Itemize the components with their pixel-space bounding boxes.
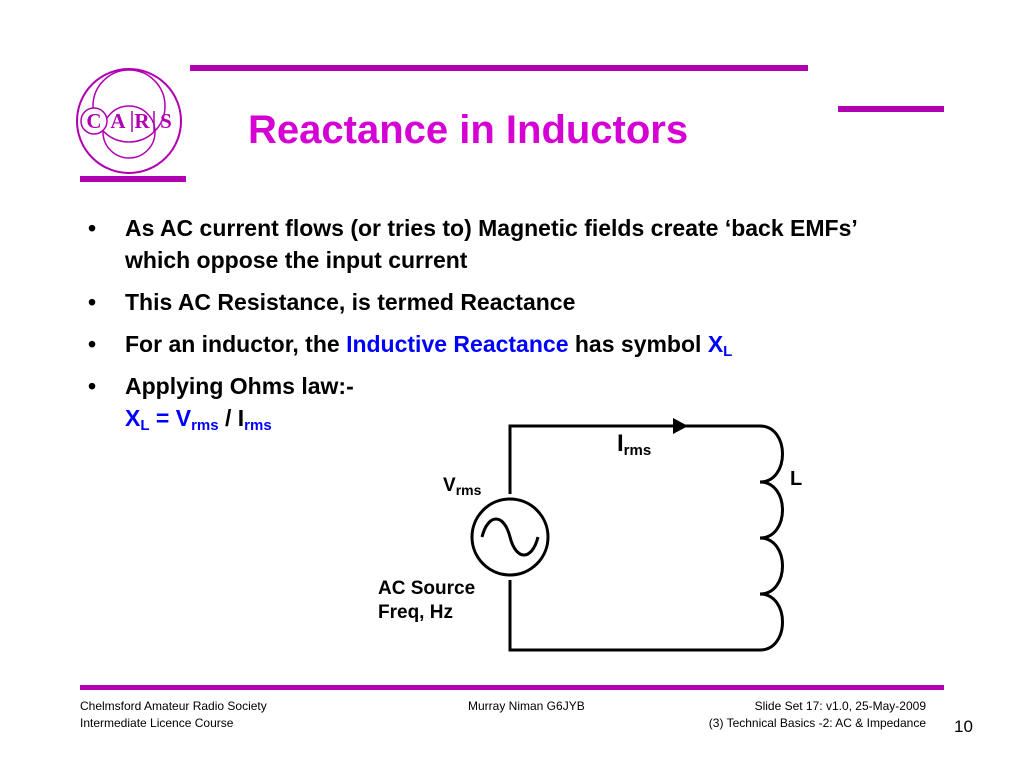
symbol-xl: XL <box>707 331 733 360</box>
logo-letter-s: S <box>160 109 172 133</box>
right-accent-rule <box>838 106 944 112</box>
inductor-coil-symbol <box>759 424 784 652</box>
slide-title: Reactance in Inductors <box>248 108 689 152</box>
circuit-wire-bottom <box>508 580 760 652</box>
current-arrow-icon <box>673 418 688 434</box>
page-number: 10 <box>954 717 973 736</box>
voltage-label: Vrms <box>443 475 482 498</box>
logo-letter-r: R <box>134 109 150 133</box>
cars-logo: C A R S <box>76 68 182 174</box>
inductive-reactance-term: Inductive Reactance <box>346 331 569 357</box>
bullet-dot: • <box>88 373 97 399</box>
bullet-list: • As AC current flows (or tries to) Magn… <box>88 212 888 444</box>
sine-wave-icon <box>480 517 540 557</box>
bullet-item: • This AC Resistance, is termed Reactanc… <box>88 286 888 318</box>
current-label: Irms <box>617 430 652 459</box>
inductor-label: L <box>790 468 803 490</box>
circuit-diagram <box>470 418 784 652</box>
bullet-text: As AC current flows (or tries to) Magnet… <box>125 215 857 273</box>
footer-right: Slide Set 17: v1.0, 25-May-2009 (3) Tech… <box>708 699 926 730</box>
bullet-item: • For an inductor, the Inductive Reactan… <box>88 328 888 360</box>
logo-letter-c: C <box>86 109 101 133</box>
source-label: AC Source Freq, Hz <box>378 578 476 623</box>
bullet-dot: • <box>88 331 97 357</box>
logo-letter-a: A <box>110 109 126 133</box>
bullet-text: For an inductor, the <box>125 331 347 357</box>
footer-center: Murray Niman G6JYB <box>468 699 585 713</box>
bullet-text: This AC Resistance, is termed Reactance <box>125 289 576 315</box>
left-accent-rule <box>80 176 186 182</box>
bullet-text: has symbol <box>568 331 708 357</box>
footer-left: Chelmsford Amateur Radio Society Interme… <box>80 699 267 730</box>
bullet-dot: • <box>88 289 97 315</box>
ac-source-symbol <box>470 497 550 577</box>
bullet-item: • As AC current flows (or tries to) Magn… <box>88 212 888 276</box>
ohms-law-formula: XL = Vrms / Irms <box>125 405 272 434</box>
bullet-text: Applying Ohms law:- <box>125 373 354 399</box>
top-rule <box>190 65 808 71</box>
bullet-dot: • <box>88 215 97 241</box>
footer-rule <box>80 685 944 690</box>
bullet-item: • Applying Ohms law:- XL = Vrms / Irms <box>88 370 888 434</box>
